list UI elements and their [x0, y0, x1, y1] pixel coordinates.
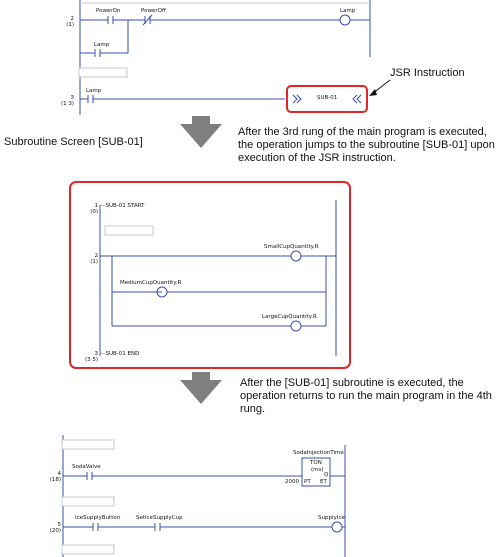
jsr-callout-arrowhead [369, 89, 377, 96]
label-coil-large: LargeCupQuantity.R [262, 314, 317, 320]
subroutine-highlight-box [69, 181, 351, 369]
jsr-highlight-box [286, 85, 368, 113]
label-coil-small: SmallCupQuantity.R [264, 244, 319, 250]
sub-start-text: SUB-01 START [105, 203, 145, 209]
label-coil-supplyice: SupplyIce [318, 515, 345, 521]
sub-row-2-number: 2 (1) [84, 253, 98, 266]
sub-start-label: —SUB-01 START [100, 203, 145, 209]
comment-box-4 [61, 496, 115, 507]
rung-2-no-text: 2 [70, 16, 75, 22]
label-coil-medium: MediumCupQuantity.R [120, 280, 182, 286]
jsr-callout-label: JSR Instruction [390, 67, 465, 79]
down-arrow-2 [180, 372, 222, 404]
comment-box-3 [61, 439, 115, 450]
sub-end-text: SUB-01 END [105, 351, 140, 357]
label-timer-et: ET [320, 479, 327, 485]
sub-end-label: —SUB-01 END [100, 351, 140, 357]
rung-2-number: 2 (1) [60, 16, 74, 29]
sub-row-3-sub-text: (3 5) [84, 357, 98, 364]
comment-box-5 [61, 544, 115, 555]
coil-small-cup [290, 250, 302, 262]
coil-supplyice [331, 521, 343, 533]
down-arrow-1 [180, 116, 222, 148]
label-poweroff: PowerOff [141, 8, 166, 14]
main-program-bottom [62, 435, 346, 557]
comment-box-2 [104, 225, 154, 236]
subroutine-screen-caption: Subroutine Screen [SUB-01] [4, 136, 143, 148]
sub-row-2-sub-text: (1) [90, 259, 98, 266]
rung-3-no-text: 3 [70, 95, 75, 101]
sub-row-1-sub-text: (0) [90, 209, 98, 216]
rung-5-sub-text: (20) [49, 528, 61, 535]
comment-box-1 [78, 67, 128, 78]
label-setice: SetIceSupplyCup [136, 515, 183, 521]
jump-caption: After the 3rd rung of the main program i… [238, 126, 495, 164]
label-coil-lamp: Lamp [340, 8, 356, 14]
sub-row-3-no-text: 3 [94, 351, 99, 357]
coil-lamp [339, 14, 351, 26]
sub-row-1-no-text: 1 [94, 203, 99, 209]
rung-4-number: 4 (18) [47, 471, 61, 484]
sub-row-2-no-text: 2 [94, 253, 99, 259]
rung-5-number: 5 (20) [47, 522, 61, 535]
label-timer-pt: PT [304, 479, 311, 485]
rung-4-no-text: 4 [57, 471, 62, 477]
label-timer-unit: (ms) [311, 467, 324, 473]
label-timer-preset: 2000 [285, 479, 299, 485]
subroutine-ladder [99, 200, 337, 356]
return-caption: After the [SUB-01] subroutine is execute… [240, 377, 492, 415]
sub-row-1-number: 1 (0) [84, 203, 98, 216]
label-poweron: PowerOn [96, 8, 121, 14]
main-program-top [79, 0, 371, 115]
label-timer-type: TON [310, 460, 322, 466]
jsr-instruction [292, 94, 362, 104]
label-lamp-rung3: Lamp [86, 88, 102, 94]
rung-2-sub-text: (1) [66, 22, 74, 29]
rung-4-sub-text: (18) [49, 477, 61, 484]
label-icesupply: IceSupplyButton [75, 515, 121, 521]
label-sodavalve: SodaValve [72, 464, 101, 470]
label-timer-name: SodaInjectionTime [293, 450, 344, 456]
label-jsr-target: SUB-01 [317, 95, 338, 101]
rung-5-no-text: 5 [57, 522, 62, 528]
coil-medium-cup [156, 286, 168, 298]
rung-3-sub-text: (1 3) [60, 101, 74, 108]
timer-block [301, 457, 331, 487]
label-timer-q: Q [324, 472, 329, 478]
sub-row-3-number: 3 (3 5) [84, 351, 98, 364]
rung-3-number: 3 (1 3) [60, 95, 74, 108]
label-lamp-branch: Lamp [94, 42, 110, 48]
coil-large-cup [290, 320, 302, 332]
